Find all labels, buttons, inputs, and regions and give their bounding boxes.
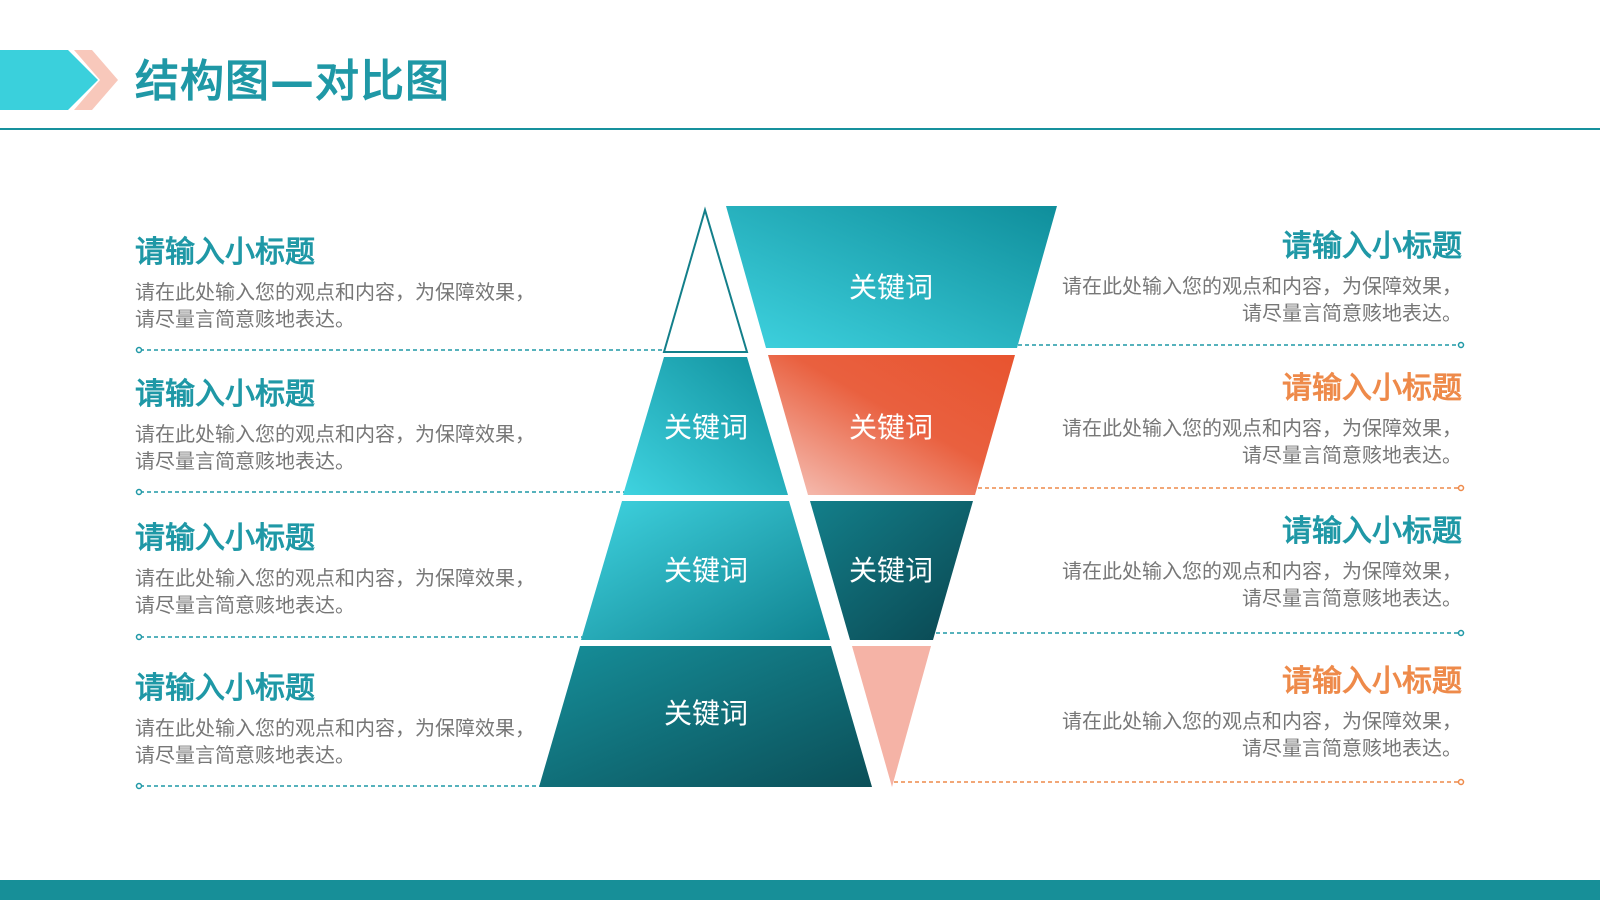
- funnel-tip: [852, 646, 931, 787]
- pyramid: [539, 206, 872, 787]
- left-item-2: 请输入小标题 请在此处输入您的观点和内容，为保障效果，请尽量言简意赅地表达。: [135, 375, 535, 475]
- header-divider: [0, 128, 1600, 130]
- right-separators: [894, 344, 1460, 783]
- right-item-1: 请输入小标题 请在此处输入您的观点和内容，为保障效果，请尽量言简意赅地表达。: [1062, 227, 1462, 327]
- funnel-keyword-3: 关键词: [849, 554, 933, 587]
- left-item-desc: 请在此处输入您的观点和内容，为保障效果，请尽量言简意赅地表达。: [135, 716, 535, 767]
- right-item-2: 请输入小标题 请在此处输入您的观点和内容，为保障效果，请尽量言简意赅地表达。: [1062, 369, 1462, 469]
- right-item-desc: 请在此处输入您的观点和内容，为保障效果，请尽量言简意赅地表达。: [1062, 709, 1462, 760]
- page-title: 结构图—对比图: [135, 56, 450, 107]
- left-item-3: 请输入小标题 请在此处输入您的观点和内容，为保障效果，请尽量言简意赅地表达。: [135, 519, 535, 619]
- left-item-title: 请输入小标题: [135, 671, 315, 706]
- right-item-title: 请输入小标题: [1282, 664, 1462, 699]
- funnel: [726, 206, 1057, 787]
- pyramid-level-3: [581, 501, 830, 640]
- right-item-title: 请输入小标题: [1282, 229, 1462, 264]
- funnel-keyword-1: 关键词: [849, 271, 933, 304]
- left-item-desc: 请在此处输入您的观点和内容，为保障效果，请尽量言简意赅地表达。: [135, 566, 535, 617]
- left-separators: [140, 349, 664, 787]
- right-item-title: 请输入小标题: [1282, 371, 1462, 406]
- right-item-desc: 请在此处输入您的观点和内容，为保障效果，请尽量言简意赅地表达。: [1062, 559, 1462, 610]
- left-item-1: 请输入小标题 请在此处输入您的观点和内容，为保障效果，请尽量言简意赅地表达。: [135, 233, 535, 333]
- right-item-desc: 请在此处输入您的观点和内容，为保障效果，请尽量言简意赅地表达。: [1062, 416, 1462, 467]
- right-separator-dots: [1457, 341, 1465, 786]
- header-chevron-icon: [0, 50, 118, 110]
- funnel-level-2: [768, 355, 1015, 495]
- left-item-title: 请输入小标题: [135, 235, 315, 270]
- left-item-title: 请输入小标题: [135, 377, 315, 412]
- pyramid-keyword-3: 关键词: [664, 554, 748, 587]
- right-item-title: 请输入小标题: [1282, 514, 1462, 549]
- right-item-3: 请输入小标题 请在此处输入您的观点和内容，为保障效果，请尽量言简意赅地表达。: [1062, 512, 1462, 612]
- left-separator-dots: [135, 346, 143, 790]
- footer-bar: [0, 880, 1600, 900]
- pyramid-keyword-2: 关键词: [664, 411, 748, 444]
- funnel-level-1: [726, 206, 1057, 348]
- funnel-level-3: [810, 501, 973, 640]
- pyramid-level-4: [539, 646, 872, 787]
- left-item-desc: 请在此处输入您的观点和内容，为保障效果，请尽量言简意赅地表达。: [135, 422, 535, 473]
- left-item-title: 请输入小标题: [135, 521, 315, 556]
- funnel-keyword-2: 关键词: [849, 411, 933, 444]
- left-item-4: 请输入小标题 请在此处输入您的观点和内容，为保障效果，请尽量言简意赅地表达。: [135, 669, 535, 769]
- right-item-4: 请输入小标题 请在此处输入您的观点和内容，为保障效果，请尽量言简意赅地表达。: [1062, 662, 1462, 762]
- pyramid-keyword-4: 关键词: [664, 697, 748, 730]
- right-item-desc: 请在此处输入您的观点和内容，为保障效果，请尽量言简意赅地表达。: [1062, 274, 1462, 325]
- pyramid-level-2: [623, 357, 788, 495]
- pyramid-tip-outline: [662, 206, 749, 353]
- left-item-desc: 请在此处输入您的观点和内容，为保障效果，请尽量言简意赅地表达。: [135, 280, 535, 331]
